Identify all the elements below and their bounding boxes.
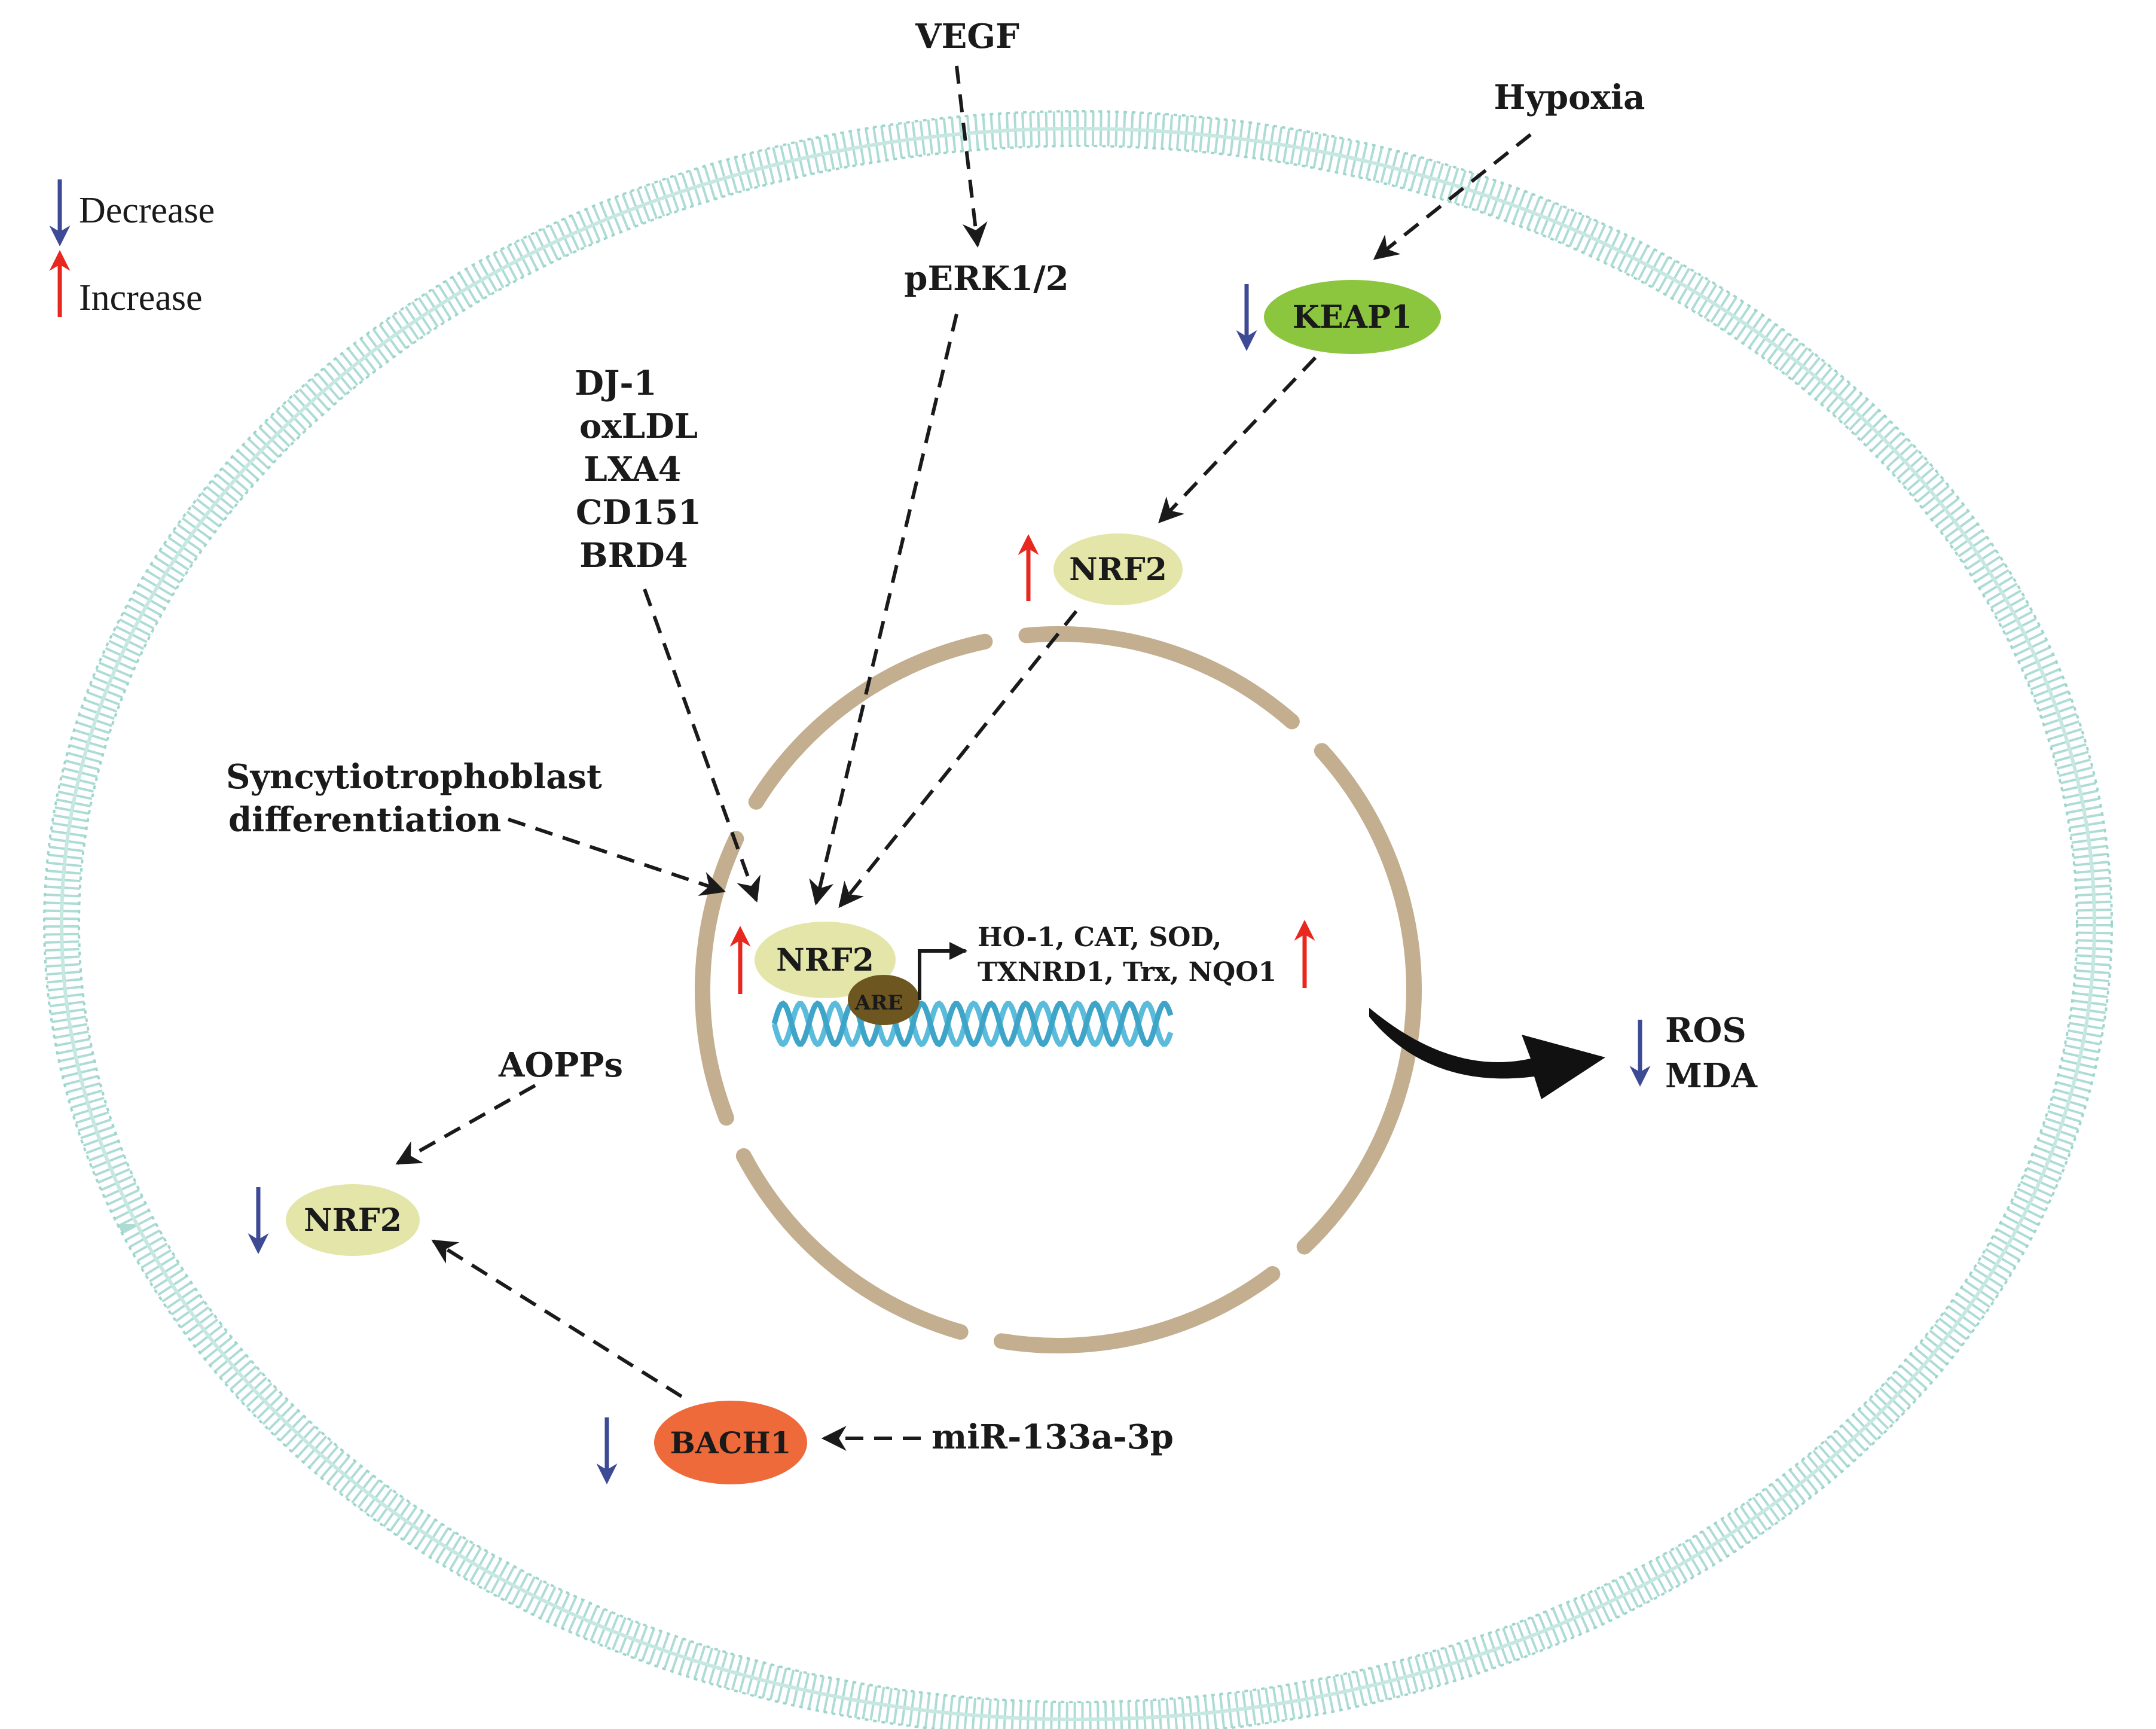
target-genes-line2: TXNRD1, Trx, NQO1 [978, 957, 1277, 987]
nrf2-left-label: NRF2 [304, 1202, 402, 1239]
nrf2-cyto-node [1053, 533, 1183, 605]
activator-cd151: CD151 [576, 493, 701, 532]
legend-decrease-label: Decrease [79, 190, 215, 231]
arrow-syncytio-to-nrf2 [508, 818, 726, 896]
activator-oxldl: oxLDL [579, 407, 698, 446]
legend: Decrease Increase [49, 179, 215, 318]
arrow-activators-to-nrf2 [643, 588, 761, 902]
nrf2-left-node [286, 1184, 420, 1256]
nrf2-cyto-label: NRF2 [1069, 551, 1167, 588]
bach1-label: BACH1 [670, 1425, 792, 1460]
syncytio-label-line1: Syncytiotrophoblast [226, 757, 602, 797]
mir-label: miR-133a-3p [932, 1417, 1174, 1457]
big-curved-arrow [1369, 1008, 1605, 1099]
arrow-bach1-to-nrf2 [431, 1239, 683, 1398]
nrf2-nucleus-node [755, 922, 896, 998]
hypoxia-label: Hypoxia [1494, 78, 1645, 117]
perk-label: pERK1/2 [904, 259, 1068, 298]
activator-dj1: DJ-1 [575, 364, 656, 403]
legend-increase-label: Increase [79, 278, 203, 318]
arrow-keap1-to-nrf2 [1158, 356, 1317, 524]
ros-label: ROS [1665, 1011, 1746, 1050]
keap1-node [1264, 280, 1441, 354]
activator-lxa4: LXA4 [584, 450, 681, 489]
dashed-arrows [395, 65, 1532, 1451]
vegf-label: VEGF [915, 17, 1019, 56]
arrow-vegf-to-perk [955, 65, 988, 248]
arrow-hypoxia-to-keap1 [1373, 133, 1532, 260]
dna-helix-icon [771, 1000, 1174, 1048]
activators-list: DJ-1 oxLDL LXA4 CD151 BRD4 [575, 364, 701, 575]
activator-brd4: BRD4 [579, 536, 688, 575]
arrow-aopps-to-nrf2 [395, 1084, 536, 1165]
are-node [848, 975, 920, 1025]
keap1-label: KEAP1 [1293, 299, 1412, 336]
aopps-label: AOPPs [498, 1045, 623, 1085]
mda-label: MDA [1665, 1056, 1758, 1096]
target-genes-line1: HO-1, CAT, SOD, [978, 922, 1221, 953]
are-label: ARE [854, 991, 903, 1015]
bach1-node [654, 1401, 807, 1484]
arrow-nrf2-to-nucleus [838, 610, 1078, 908]
nrf2-nucleus-label: NRF2 [776, 942, 874, 978]
cell-membrane [43, 110, 2113, 1729]
arrow-perk-to-nrf2 [809, 313, 958, 906]
syncytio-label-line2: differentiation [228, 800, 502, 840]
transcription-arrow-icon [918, 942, 967, 1000]
